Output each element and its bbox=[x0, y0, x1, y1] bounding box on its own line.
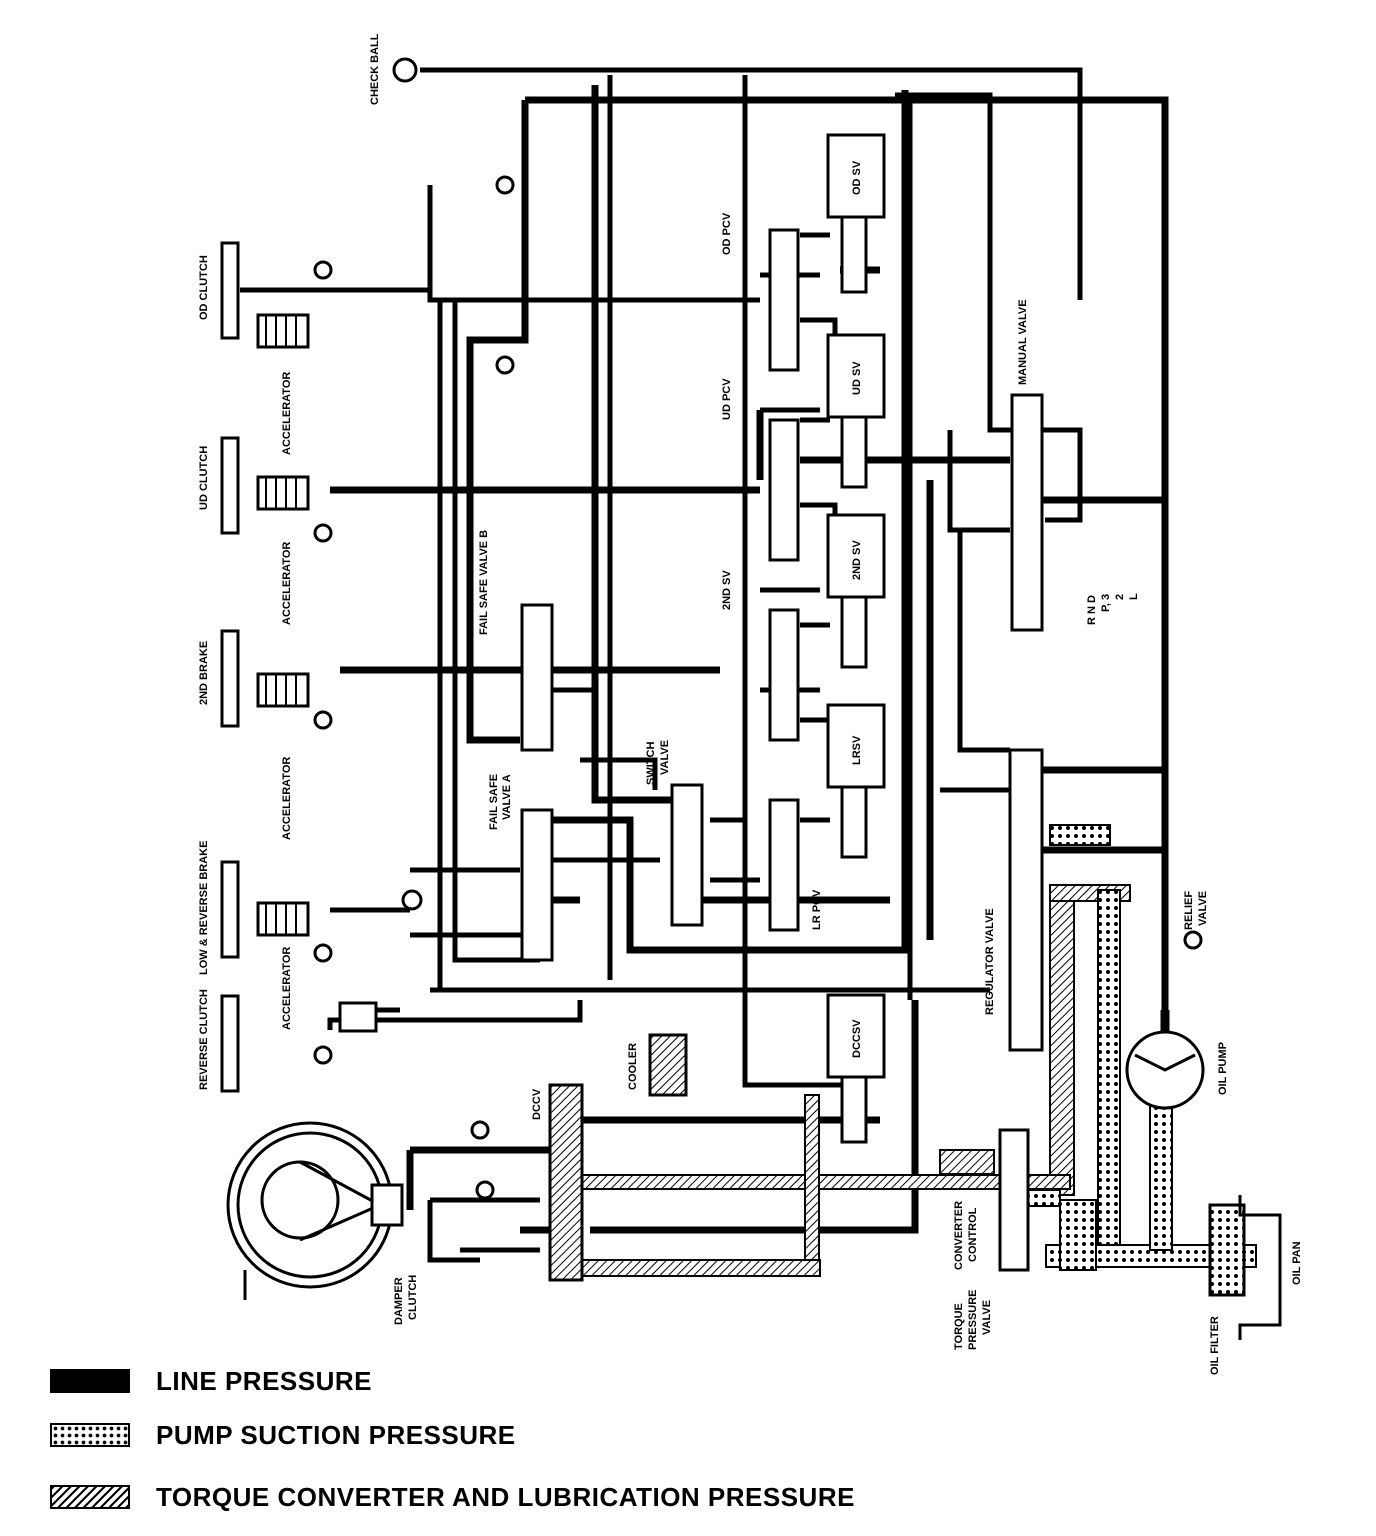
ud-clutch-plate bbox=[220, 436, 240, 535]
label-damper-clutch-2: CLUTCH bbox=[407, 1275, 419, 1320]
ud-sv-solenoid bbox=[826, 333, 886, 419]
accumulator-springs bbox=[265, 315, 297, 935]
ud-pcv-body bbox=[768, 418, 800, 562]
valve-bodies bbox=[520, 228, 1044, 1282]
label-manual-valve: MANUAL VALVE bbox=[1017, 299, 1029, 385]
od-clutch-plate bbox=[220, 241, 240, 340]
manual-valve-body bbox=[1010, 393, 1044, 632]
label-accelerator-2nd: ACCELERATOR bbox=[281, 757, 293, 840]
label-low-reverse-brake: LOW & REVERSE BRAKE bbox=[198, 841, 210, 975]
torque-pressure-valve-body bbox=[998, 1128, 1030, 1272]
label-dccv: DCCV bbox=[531, 1088, 543, 1120]
legend-line-pressure: LINE PRESSURE bbox=[50, 1361, 950, 1401]
label-ud-pcv: UD PCV bbox=[721, 378, 733, 420]
label-torque-pressure-valve-1: TORQUE bbox=[953, 1303, 965, 1350]
label-converter-control-2: CONTROL bbox=[967, 1207, 979, 1262]
second-pcv-body bbox=[768, 608, 800, 742]
legend-lubrication-swatch bbox=[50, 1485, 130, 1509]
label-fail-safe-valve-a-2: VALVE A bbox=[501, 774, 513, 820]
check-balls bbox=[313, 57, 515, 1200]
label-accelerator-od: ACCELERATOR bbox=[281, 372, 293, 455]
label-relief-valve-1: RELIEF bbox=[1183, 891, 1195, 930]
fail-safe-valve-b-body bbox=[520, 603, 554, 752]
label-damper-clutch-1: DAMPER bbox=[393, 1277, 405, 1325]
switch-valve-body bbox=[670, 783, 704, 927]
label-accelerator-ud: ACCELERATOR bbox=[281, 542, 293, 625]
label-converter-control-1: CONVERTER bbox=[953, 1201, 965, 1270]
fail-safe-valve-a-body bbox=[520, 808, 554, 962]
cooler bbox=[648, 1033, 688, 1097]
label-gear-rnd: R N D bbox=[1086, 595, 1098, 625]
label-accelerator-lr: ACCELERATOR bbox=[281, 947, 293, 1030]
regulator-valve-body bbox=[1008, 748, 1044, 1052]
reverse-accumulator bbox=[338, 1001, 378, 1033]
legend-lubrication: TORQUE CONVERTER AND LUBRICATION PRESSUR… bbox=[50, 1477, 950, 1517]
label-relief-valve-2: VALVE bbox=[1197, 891, 1209, 926]
label-switch-valve-2: VALVE bbox=[659, 740, 671, 775]
label-ud-sv: UD SV bbox=[851, 361, 863, 395]
label-od-clutch: OD CLUTCH bbox=[198, 255, 210, 320]
label-gear-2: 2 bbox=[1114, 594, 1126, 600]
torque-converter bbox=[226, 1121, 404, 1300]
clutch-brake-units bbox=[220, 241, 378, 1093]
label-second-brake: 2ND BRAKE bbox=[198, 641, 210, 705]
oil-filter bbox=[1208, 1203, 1246, 1297]
legend-line-pressure-swatch bbox=[50, 1369, 130, 1393]
label-switch-valve-1: SWITCH bbox=[645, 742, 657, 785]
label-check-ball: CHECK BALL bbox=[369, 33, 381, 105]
label-second-sv: 2ND SV bbox=[721, 570, 733, 610]
lr-pcv-body bbox=[768, 798, 800, 932]
legend-line-pressure-label: LINE PRESSURE bbox=[156, 1365, 372, 1396]
label-gear-l: L bbox=[1128, 593, 1140, 600]
label-torque-pressure-valve-2: PRESSURE bbox=[967, 1289, 979, 1350]
low-reverse-brake-plate bbox=[220, 860, 240, 959]
thin-passages bbox=[240, 67, 1083, 1263]
second-sv-solenoid bbox=[826, 513, 886, 599]
dccsv-solenoid bbox=[826, 993, 886, 1079]
label-cooler: COOLER bbox=[627, 1043, 639, 1090]
legend-pump-suction-swatch bbox=[50, 1423, 130, 1447]
label-oil-pump: OIL PUMP bbox=[1217, 1042, 1229, 1095]
legend-lubrication-label: TORQUE CONVERTER AND LUBRICATION PRESSUR… bbox=[156, 1481, 855, 1512]
dccv-body bbox=[548, 1083, 584, 1282]
label-ud-clutch: UD CLUTCH bbox=[198, 446, 210, 510]
label-oil-pan: OIL PAN bbox=[1291, 1241, 1303, 1285]
label-lr-pcv: LR PCV bbox=[811, 889, 823, 930]
second-brake-plate bbox=[220, 629, 240, 728]
label-dccsv: DCCSV bbox=[851, 1019, 863, 1058]
label-regulator-valve: REGULATOR VALVE bbox=[984, 908, 996, 1015]
label-second-sv-box: 2ND SV bbox=[851, 540, 863, 580]
relief-valve bbox=[1183, 930, 1203, 950]
pump-suction-passages bbox=[1019, 824, 1257, 1291]
label-lrsv: LRSV bbox=[851, 735, 863, 765]
label-reverse-clutch: REVERSE CLUTCH bbox=[198, 989, 210, 1090]
labels: CHECK BALL OD CLUTCH UD CLUTCH 2ND BRAKE… bbox=[198, 33, 1303, 1375]
label-od-pcv: OD PCV bbox=[721, 212, 733, 255]
label-od-sv: OD SV bbox=[851, 160, 863, 195]
legend-pump-suction-label: PUMP SUCTION PRESSURE bbox=[156, 1419, 516, 1450]
oil-pan bbox=[1238, 1195, 1282, 1340]
label-fail-safe-valve-b: FAIL SAFE VALVE B bbox=[478, 530, 490, 635]
reverse-clutch-plate bbox=[220, 994, 240, 1093]
solenoids bbox=[826, 133, 886, 1144]
label-fail-safe-valve-a-1: FAIL SAFE bbox=[488, 774, 500, 830]
legend-pump-suction: PUMP SUCTION PRESSURE bbox=[50, 1415, 950, 1455]
label-torque-pressure-valve-3: VALVE bbox=[981, 1300, 993, 1335]
label-gear-p3: P, 3 bbox=[1100, 594, 1112, 612]
od-pcv-body bbox=[768, 228, 800, 372]
label-oil-filter: OIL FILTER bbox=[1209, 1316, 1221, 1375]
pump-and-sump bbox=[648, 930, 1282, 1340]
